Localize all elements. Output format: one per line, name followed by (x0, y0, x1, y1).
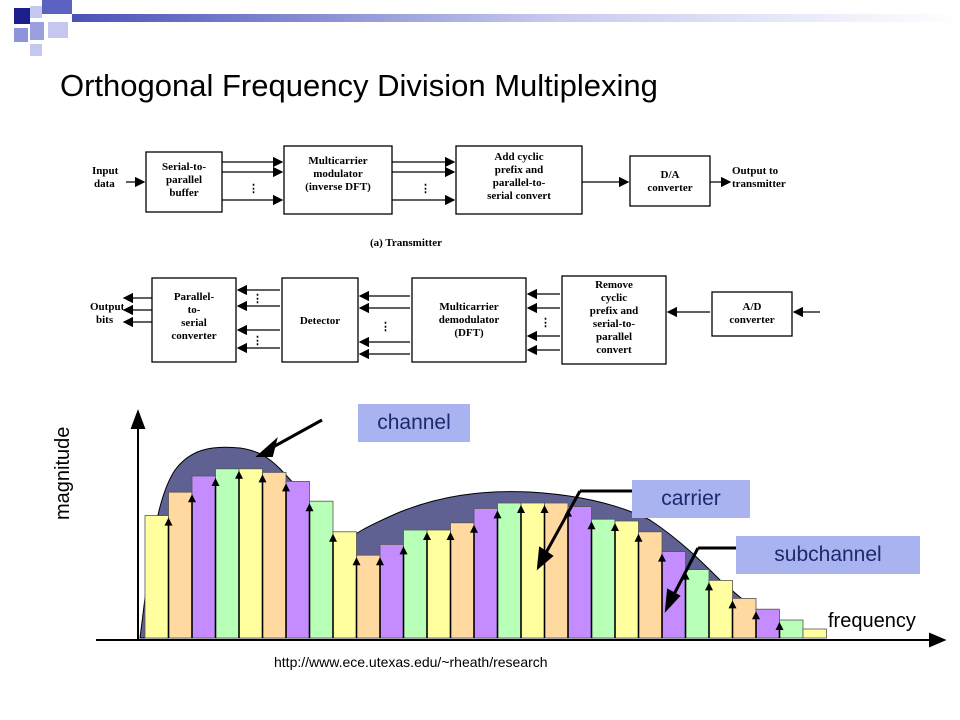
carrier-arrow (164, 517, 173, 638)
subcarrier-bar (309, 500, 334, 639)
subcarrier-bar (802, 628, 827, 639)
subcarrier-bar (450, 522, 475, 639)
carrier-arrow (305, 503, 314, 638)
page-title: Orthogonal Frequency Division Multiplexi… (60, 68, 658, 103)
carrier-arrow (658, 553, 666, 638)
carrier-arrow (211, 478, 220, 638)
tx-serial-parallel-block (145, 151, 223, 213)
carrier-arrow (634, 533, 643, 638)
carrier-arrow (423, 532, 431, 638)
subcarrier-bar (614, 520, 639, 639)
svg-text:⋮: ⋮ (248, 183, 259, 195)
svg-text:Detector: Detector (300, 315, 340, 327)
carrier-arrow (446, 532, 455, 638)
subcarrier-bar (285, 480, 310, 639)
carrier-arrow (329, 533, 337, 638)
svg-text:⋮: ⋮ (252, 293, 263, 305)
carrier-arrow (775, 622, 784, 638)
subcarrier-bar (779, 619, 804, 639)
subcarrier-bar (356, 554, 381, 639)
subcarrier-bar (379, 544, 404, 639)
tx-da-block (629, 155, 711, 207)
carrier-arrow (728, 600, 737, 638)
subcarrier-bar (732, 598, 757, 639)
carrier-callout: carrier (632, 480, 750, 518)
carrier-arrow (376, 557, 384, 638)
carrier-arrow (517, 505, 525, 638)
carrier-arrow (470, 524, 478, 638)
subcarrier-bar (238, 468, 263, 639)
carrier-arrow (352, 557, 361, 638)
y-axis-label: magnitude (52, 426, 74, 520)
tx-cyclic-prefix-block (455, 145, 583, 215)
carrier-arrow (493, 510, 502, 638)
tx-idft-block (283, 145, 393, 215)
svg-text:⋮: ⋮ (380, 321, 391, 333)
subcarrier-bar (708, 580, 733, 639)
carrier-arrow (540, 505, 549, 638)
subcarrier-bar (144, 515, 169, 639)
subcarrier-bar (168, 491, 193, 639)
subcarrier-bar (638, 531, 663, 639)
channel-callout: channel (358, 404, 470, 442)
rx-remove-cp-block (561, 275, 667, 365)
subcarrier-bar (332, 531, 357, 639)
svg-text:⋮: ⋮ (252, 335, 263, 347)
subchannel-callout: subchannel (736, 536, 920, 574)
subcarrier-bar (473, 507, 498, 639)
carrier-arrow (611, 523, 619, 638)
subcarrier-bar (497, 502, 522, 639)
carrier-arrow (399, 546, 408, 638)
rx-detector-block (281, 277, 359, 363)
carrier-arrow (587, 521, 596, 638)
subcarrier-bar (191, 475, 216, 639)
subcarrier-bar (262, 471, 287, 639)
subcarrier-bar (755, 608, 780, 639)
carrier-arrow (188, 494, 196, 638)
svg-text:⋮: ⋮ (540, 317, 551, 329)
carrier-arrow (705, 582, 713, 638)
subcarrier-bar (426, 529, 451, 639)
carrier-arrows (164, 470, 784, 638)
subcarrier-bar (591, 518, 616, 639)
carrier-arrow (258, 474, 267, 638)
subcarrier-bars (144, 468, 827, 639)
carrier-arrow (235, 470, 243, 638)
subcarrier-bar (544, 502, 569, 639)
subcarrier-bar (685, 569, 710, 639)
subcarrier-bar (567, 506, 592, 639)
svg-text:⋮: ⋮ (420, 183, 431, 195)
rx-parallel-serial-block (151, 277, 237, 363)
tx-caption: (a) Transmitter (370, 237, 442, 249)
subcarrier-bar (520, 502, 545, 639)
subcarrier-bar (403, 529, 428, 639)
source-url: http://www.ece.utexas.edu/~rheath/resear… (274, 654, 548, 670)
carrier-arrow (282, 483, 290, 638)
rx-ad-block (711, 291, 793, 337)
rx-dft-block (411, 277, 527, 363)
carrier-arrow (752, 611, 760, 638)
x-axis-label: frequency (828, 610, 916, 632)
subcarrier-bar (215, 468, 240, 639)
